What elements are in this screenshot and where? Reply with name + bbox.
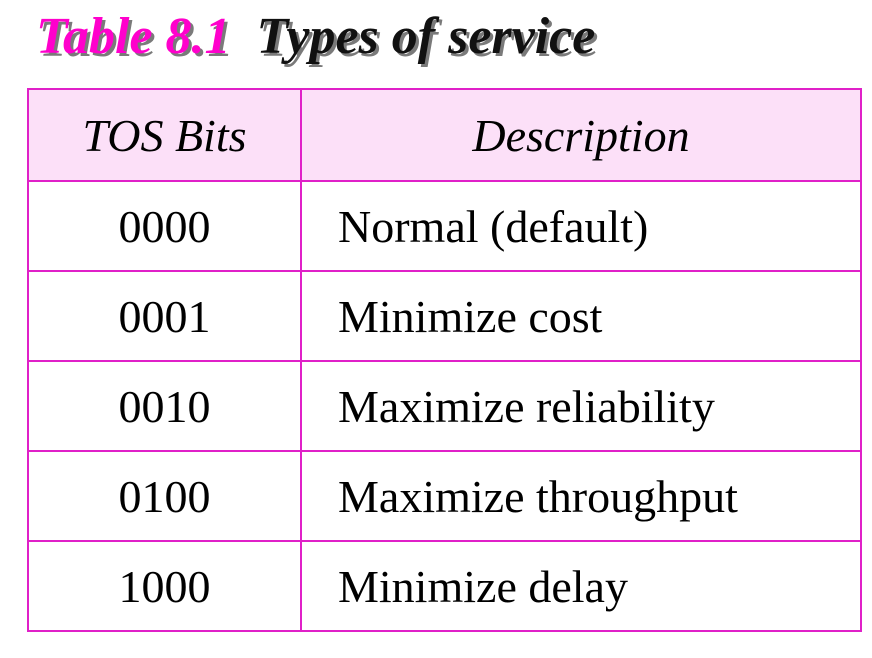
table-header-row: TOS Bits Description [27, 88, 862, 182]
table-row: 0100 Maximize throughput [27, 450, 862, 542]
header-tos-bits: TOS Bits [27, 88, 302, 182]
description-cell: Maximize throughput [300, 450, 862, 542]
table-title-text: Types of service [256, 8, 596, 65]
description-cell: Minimize delay [300, 540, 862, 632]
table-row: 0000 Normal (default) [27, 180, 862, 272]
table-row: 1000 Minimize delay [27, 540, 862, 632]
tos-bits-cell: 0001 [27, 270, 302, 362]
description-cell: Maximize reliability [300, 360, 862, 452]
description-cell: Normal (default) [300, 180, 862, 272]
tos-bits-cell: 0100 [27, 450, 302, 542]
table-title: Table 8.1 Types of service [36, 2, 595, 72]
header-description: Description [300, 88, 862, 182]
table-row: 0010 Maximize reliability [27, 360, 862, 452]
table-row: 0001 Minimize cost [27, 270, 862, 362]
table-number-label: Table 8.1 [36, 8, 231, 65]
description-cell: Minimize cost [300, 270, 862, 362]
tos-bits-cell: 0010 [27, 360, 302, 452]
tos-bits-cell: 1000 [27, 540, 302, 632]
types-of-service-table: TOS Bits Description 0000 Normal (defaul… [27, 88, 862, 632]
tos-bits-cell: 0000 [27, 180, 302, 272]
